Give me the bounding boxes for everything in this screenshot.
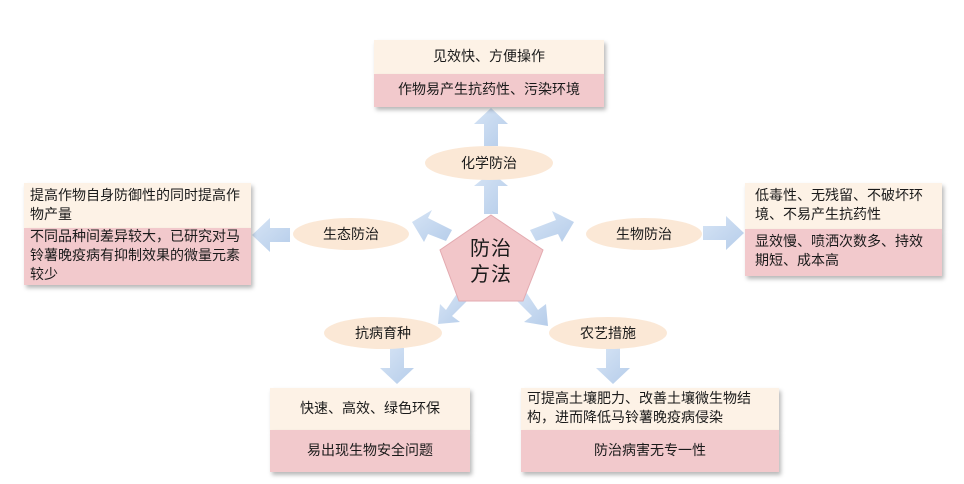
arrow-to-breeding-box [380,348,414,384]
center-label-line1: 防治 [470,236,512,260]
breeding-pros-box: 快速、高效、绿色环保 [270,388,470,430]
biological-label: 生物防治 [616,227,672,243]
center-label-line2: 方法 [470,262,512,286]
chemical-oval: 化学防治 [425,146,553,180]
biological-pros-text: 低毒性、无残留、不破坏环境、不易产生抗药性 [755,188,923,223]
arrow-to-agronomic-box [596,348,630,384]
ecological-cons-box: 不同品种间差异较大，已研究对马铃薯晚疫病有抑制效果的微量元素较少 [24,228,251,285]
chemical-pros-box: 见效快、方便操作 [374,40,604,74]
arrow-to-agronomic [516,292,548,326]
ecological-pros-box: 提高作物自身防御性的同时提高作物产量 [24,183,251,228]
agronomic-label: 农艺措施 [580,326,636,342]
arrow-to-biological [530,211,574,242]
arrow-to-ecological [412,210,452,242]
chemical-pros-text: 见效快、方便操作 [433,48,545,65]
biological-cons-text: 显效慢、喷洒次数多、持效期短、成本高 [755,234,923,269]
agronomic-pros-box: 可提高土壤肥力、改善土壤微生物结构，进而降低马铃薯晚疫病侵染 [521,388,779,430]
chemical-label: 化学防治 [461,156,517,172]
arrow-to-chemical [474,172,508,214]
ecological-cons-text: 不同品种间差异较大，已研究对马铃薯晚疫病有抑制效果的微量元素较少 [30,229,240,283]
breeding-label: 抗病育种 [355,326,411,342]
breeding-pros-text: 快速、高效、绿色环保 [300,400,440,417]
ecological-oval: 生态防治 [293,218,409,250]
agronomic-cons-box: 防治病害无专一性 [521,430,779,472]
arrow-to-biological-box [703,216,744,250]
center-label: 防治 方法 [438,235,544,287]
arrow-to-ecological-box [252,218,290,252]
arrow-to-chemical-box [474,108,508,146]
ecological-pros-text: 提高作物自身防御性的同时提高作物产量 [30,188,240,223]
biological-pros-box: 低毒性、无残留、不破坏环境、不易产生抗药性 [745,183,942,229]
breeding-oval: 抗病育种 [324,317,442,349]
biological-cons-box: 显效慢、喷洒次数多、持效期短、成本高 [745,229,942,276]
agronomic-cons-text: 防治病害无专一性 [594,442,706,459]
breeding-cons-box: 易出现生物安全问题 [270,430,470,472]
biological-oval: 生物防治 [586,218,702,250]
agronomic-oval: 农艺措施 [549,317,667,349]
chemical-cons-text: 作物易产生抗药性、污染环境 [398,82,580,98]
agronomic-pros-text: 可提高土壤肥力、改善土壤微生物结构，进而降低马铃薯晚疫病侵染 [527,391,751,426]
chemical-cons-box: 作物易产生抗药性、污染环境 [374,74,604,107]
breeding-cons-text: 易出现生物安全问题 [307,442,433,459]
ecological-label: 生态防治 [323,227,379,243]
